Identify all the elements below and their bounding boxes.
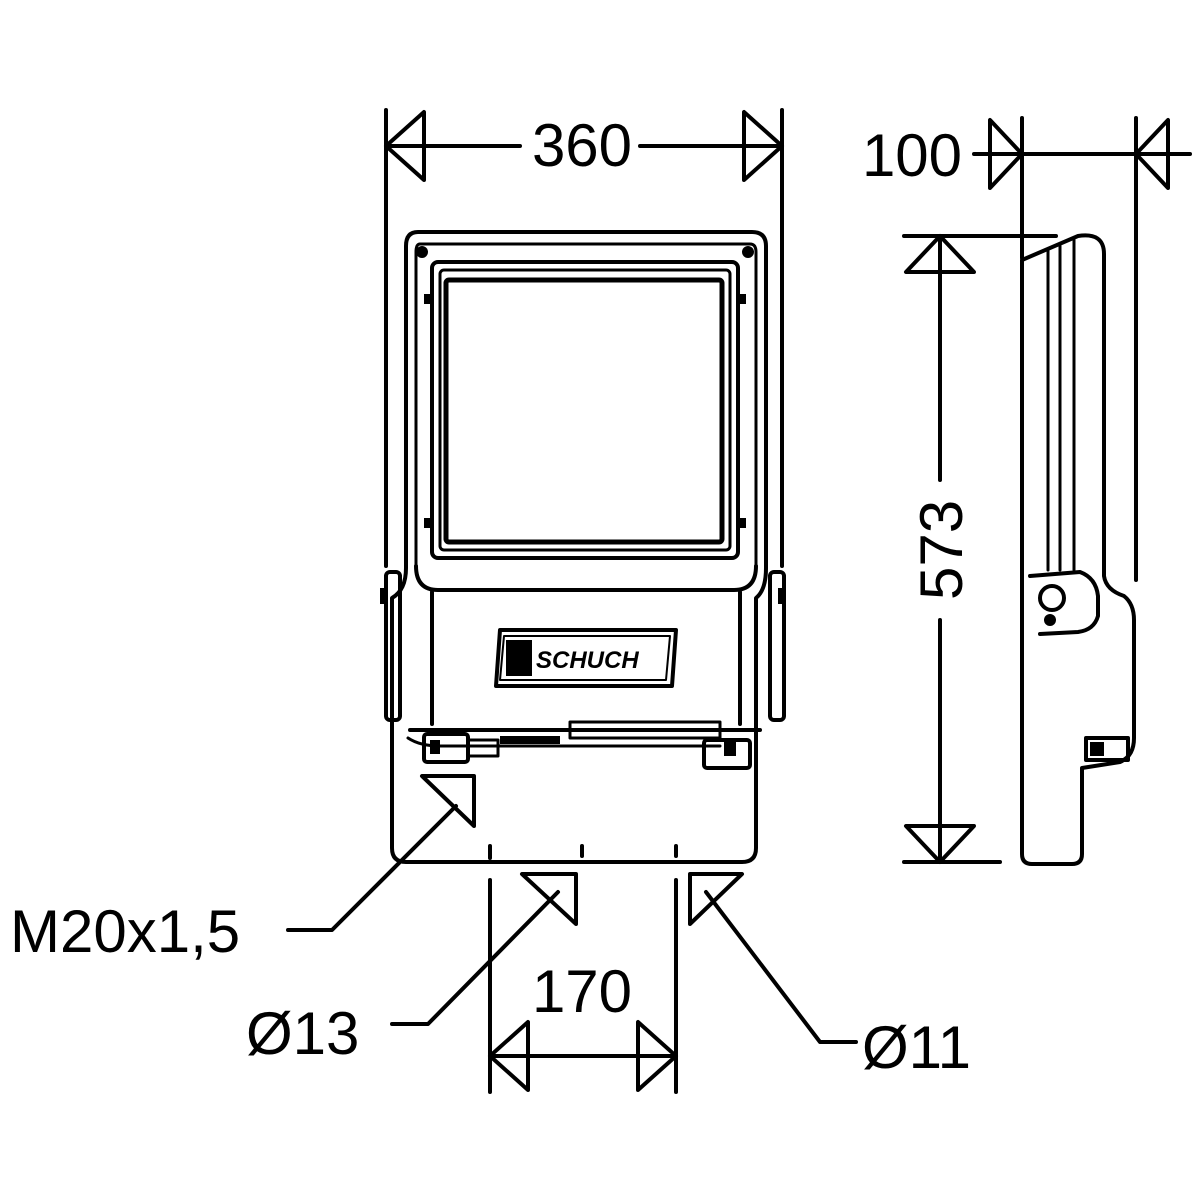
- gear-compartment: [414, 564, 758, 592]
- screw-top-right: [742, 246, 754, 258]
- dimension-width-label: 360: [532, 112, 632, 179]
- callout-hole-small: Ø11: [704, 890, 971, 1081]
- gear-compartment-body: [430, 590, 742, 726]
- bezel-clip: [424, 518, 432, 528]
- bracket-arm-right: [768, 570, 786, 722]
- side-view: 100 573: [862, 116, 1192, 866]
- glass-bezel-inner: [438, 268, 732, 552]
- callout-hole-small-label: Ø11: [862, 1014, 971, 1081]
- dimension-width: 360: [384, 108, 784, 568]
- glass-bezel: [430, 260, 740, 560]
- mount-hole-marker-small: [688, 872, 744, 926]
- logo-text: SCHUCH: [536, 647, 639, 674]
- dimension-height-label: 573: [908, 500, 975, 600]
- glass-pane: [443, 277, 725, 545]
- dimension-depth-label: 100: [862, 122, 962, 189]
- housing-outline: [390, 230, 768, 864]
- bracket-pivot-right: [778, 588, 786, 604]
- side-gland: [1084, 736, 1130, 762]
- logo-plate: SCHUCH: [494, 628, 678, 688]
- bracket-pivot-left: [380, 588, 388, 604]
- housing-inner-outline-left: [414, 242, 422, 568]
- callout-cable-gland-label: M20x1,5: [10, 898, 240, 965]
- side-bracket: [1028, 570, 1100, 636]
- callout-hole-large: Ø13: [246, 890, 560, 1067]
- side-pivot-screw: [1044, 614, 1056, 626]
- logo-badge: [506, 640, 532, 676]
- side-housing-outline: [1020, 233, 1136, 866]
- callout-hole-large-label: Ø13: [246, 1000, 359, 1067]
- cable-gland-marker: [420, 774, 476, 828]
- dimension-mount-spacing: 170: [488, 844, 678, 1094]
- bracket-arm-left: [384, 570, 402, 722]
- bezel-clip: [738, 294, 746, 304]
- front-view: SCHUCH: [380, 230, 786, 926]
- screw-top-left: [416, 246, 428, 258]
- housing-inner-outline: [418, 242, 758, 568]
- bezel-clip: [738, 518, 746, 528]
- side-inner-line-2: [1058, 238, 1076, 572]
- side-pivot-knob: [1038, 584, 1066, 612]
- dimension-mount-spacing-label: 170: [532, 958, 632, 1025]
- bezel-clip: [424, 294, 432, 304]
- callout-cable-gland: M20x1,5: [10, 804, 458, 965]
- terminal-strip: [406, 720, 762, 770]
